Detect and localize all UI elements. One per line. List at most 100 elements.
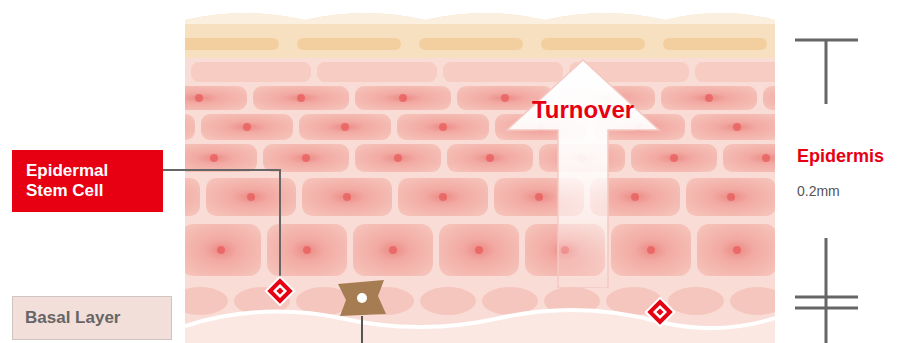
node-text: Basal Layer <box>25 297 171 339</box>
epidermal-cell <box>355 86 451 110</box>
melanocyte-nucleus <box>357 293 367 303</box>
epidermal-cell <box>263 144 349 172</box>
epidermal-cell <box>447 144 533 172</box>
cell-nucleus <box>762 154 770 162</box>
basal-cell <box>419 286 477 316</box>
cell-nucleus <box>302 154 310 162</box>
cell-nucleus <box>727 193 735 201</box>
cell-nucleus <box>670 154 678 162</box>
cell-nucleus <box>399 94 407 102</box>
epidermal-cell <box>201 114 293 140</box>
dimension-label: 0.2mm <box>797 183 840 199</box>
cell-nucleus <box>486 154 494 162</box>
corneum-cell <box>663 38 767 50</box>
epidermal-cell <box>103 114 195 140</box>
epidermal-cell <box>355 144 441 172</box>
cell-nucleus <box>217 246 225 254</box>
melanocyte <box>338 280 386 316</box>
cell-nucleus <box>807 94 815 102</box>
cell-nucleus <box>297 94 305 102</box>
cell-nucleus <box>647 246 655 254</box>
cell-rows <box>49 62 881 316</box>
callout-box: Epidermal Stem Cell <box>12 150 163 212</box>
epidermal-cell <box>151 86 247 110</box>
epidermal-cell <box>631 144 717 172</box>
epidermal-cell <box>317 62 437 82</box>
cell-nucleus <box>831 123 839 131</box>
cell-nucleus <box>303 246 311 254</box>
cell-nucleus <box>535 193 543 201</box>
corneum-cell <box>297 38 401 50</box>
epidermal-cell <box>695 62 815 82</box>
basal-cell <box>667 286 725 316</box>
epidermal-cell <box>181 224 261 276</box>
epidermis-band <box>185 58 775 343</box>
layer-name: Epidermis <box>797 146 884 167</box>
epidermal-cell <box>95 224 175 276</box>
epidermal-cell <box>661 86 757 110</box>
epidermal-cell <box>398 178 488 216</box>
cell-nucleus <box>389 246 397 254</box>
epidermal-cell <box>191 62 311 82</box>
arrow-outline <box>507 60 659 288</box>
cell-nucleus <box>131 246 139 254</box>
epidermal-cell <box>697 224 777 276</box>
leader-line <box>163 170 280 284</box>
cell-nucleus <box>145 123 153 131</box>
basal-cell <box>729 286 787 316</box>
cell-nucleus <box>210 154 218 162</box>
cell-nucleus <box>475 246 483 254</box>
epidermal-cell <box>691 114 783 140</box>
basement-membrane <box>185 310 775 328</box>
node-text: Epidermal Stem Cell <box>26 161 123 201</box>
cell-nucleus <box>733 123 741 131</box>
cell-nucleus <box>631 193 639 201</box>
epidermal-cell <box>782 178 872 216</box>
turnover-arrow: Turnover <box>505 58 661 288</box>
epidermal-cell <box>302 178 392 216</box>
dimension-bracket <box>795 40 858 343</box>
epidermal-cell <box>397 114 489 140</box>
corneum-cell <box>541 38 645 50</box>
epidermal-cell <box>299 114 391 140</box>
epidermal-cell <box>763 86 859 110</box>
cell-nucleus <box>243 123 251 131</box>
corneum-bars <box>175 38 889 50</box>
layer-label-box: Basal Layer <box>12 296 172 340</box>
cell-nucleus <box>733 246 741 254</box>
arrow-shape <box>505 58 661 288</box>
epidermal-cell <box>49 86 145 110</box>
epidermal-cell <box>253 86 349 110</box>
cell-nucleus <box>501 94 509 102</box>
dermis <box>185 310 775 343</box>
cell-nucleus <box>247 193 255 201</box>
cell-nucleus <box>394 154 402 162</box>
epidermal-cell <box>206 178 296 216</box>
cell-nucleus <box>439 193 447 201</box>
cell-nucleus <box>439 123 447 131</box>
epidermal-cell <box>171 144 257 172</box>
epidermal-cell <box>783 224 863 276</box>
epidermal-cell <box>443 62 563 82</box>
epidermal-cell <box>65 62 185 82</box>
node-text: Turnover <box>505 96 661 124</box>
leader-line <box>361 316 363 343</box>
corneum-surface <box>185 0 775 24</box>
stem-cell-marker <box>266 277 294 305</box>
basal-cell <box>171 286 229 316</box>
cell-nucleus <box>93 94 101 102</box>
corneum-cell <box>175 38 279 50</box>
epidermal-cell <box>353 224 433 276</box>
epidermal-cell <box>439 224 519 276</box>
epidermal-cell <box>723 144 809 172</box>
cell-nucleus <box>343 193 351 201</box>
skin-section <box>49 0 889 343</box>
cell-nucleus <box>195 94 203 102</box>
stratum-corneum <box>185 0 775 60</box>
epidermal-cell <box>611 224 691 276</box>
epidermal-cell <box>789 114 881 140</box>
epidermal-cell <box>686 178 776 216</box>
corneum-cell <box>419 38 523 50</box>
cell-nucleus <box>341 123 349 131</box>
stem-cell-marker <box>646 298 674 326</box>
